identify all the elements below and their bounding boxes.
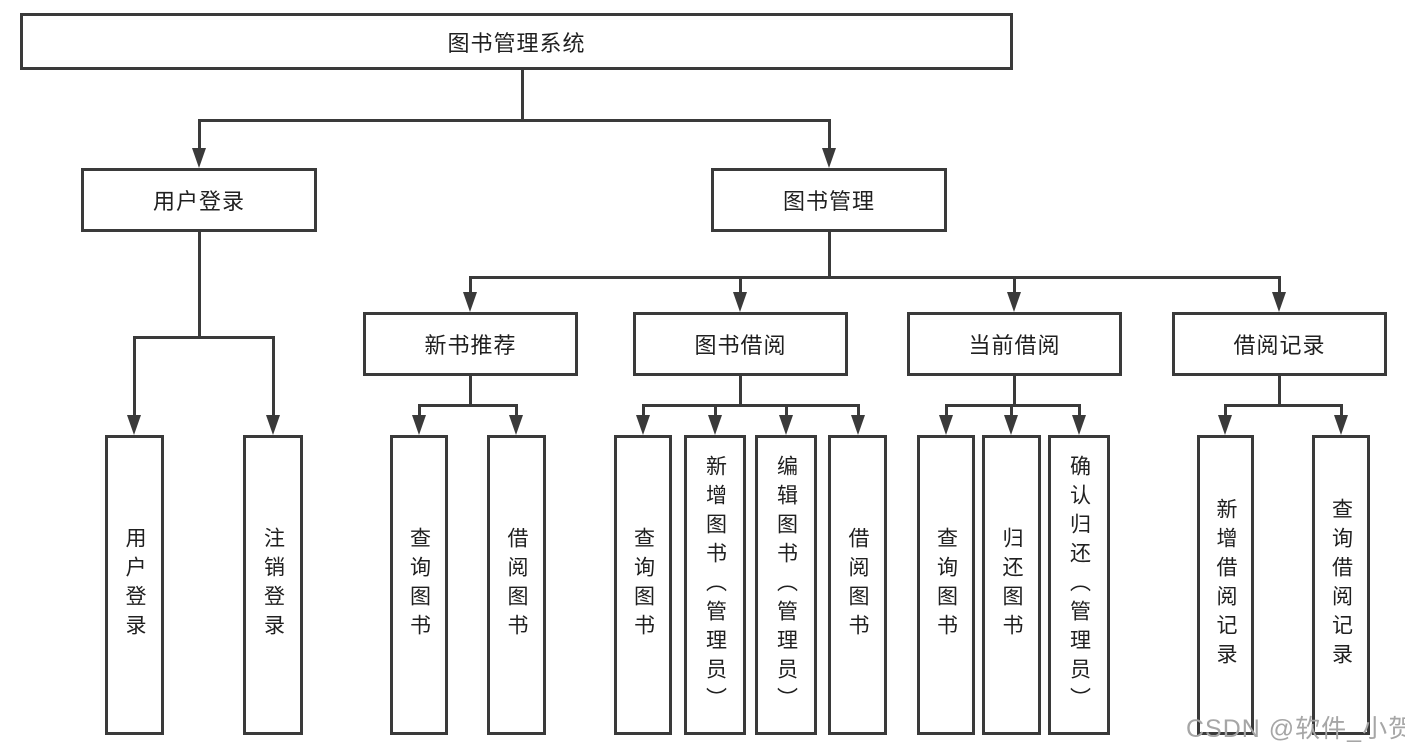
leaf-query-borrow-record: 查询借阅记录 bbox=[1312, 435, 1370, 735]
leaf-query-books: 查询图书 bbox=[614, 435, 672, 735]
connector-shaft bbox=[714, 404, 717, 420]
connector-shaft bbox=[272, 336, 275, 420]
connector-sub-hline bbox=[418, 404, 518, 407]
leaf-add-books-admin: 新增图书（管理员） bbox=[684, 435, 746, 735]
node-book-management: 图书管理 bbox=[711, 168, 947, 232]
node-label: 图书管理 bbox=[782, 189, 875, 214]
arrowhead-down-icon bbox=[1072, 415, 1086, 435]
leaf-label: 归还图书 bbox=[1000, 527, 1023, 643]
connector-sub-hline bbox=[945, 404, 1081, 407]
connector-book-management-stem bbox=[828, 230, 831, 278]
node-label: 图书管理系统 bbox=[447, 30, 586, 56]
connector-shaft bbox=[785, 404, 788, 420]
connector-level2-hline bbox=[198, 119, 830, 122]
connector-stem bbox=[1278, 374, 1281, 406]
leaf-return-books: 归还图书 bbox=[982, 435, 1041, 735]
arrowhead-down-icon bbox=[822, 148, 836, 168]
connector-user-login-stem bbox=[198, 230, 201, 338]
node-user-login: 用户登录 bbox=[81, 168, 317, 232]
leaf-label: 编辑图书（管理员） bbox=[774, 454, 798, 716]
connector-stem bbox=[739, 374, 742, 406]
node-label: 图书借阅 bbox=[694, 333, 787, 358]
leaf-label: 借阅图书 bbox=[846, 527, 869, 643]
leaf-label: 用户登录 bbox=[123, 527, 146, 643]
connector-root-stem bbox=[521, 68, 524, 121]
leaf-query-books: 查询图书 bbox=[917, 435, 975, 735]
arrowhead-down-icon bbox=[1007, 292, 1021, 312]
leaf-add-borrow-record: 新增借阅记录 bbox=[1197, 435, 1254, 735]
leaf-label: 新增图书（管理员） bbox=[703, 454, 727, 716]
connector-shaft bbox=[1010, 404, 1013, 420]
node-label: 新书推荐 bbox=[424, 333, 517, 358]
connector-shaft bbox=[515, 404, 518, 420]
leaf-label: 查询图书 bbox=[407, 527, 431, 643]
node-book-borrowing: 图书借阅 bbox=[633, 312, 848, 376]
connector-sub-hline bbox=[1224, 404, 1343, 407]
node-label: 当前借阅 bbox=[968, 333, 1061, 358]
node-label: 借阅记录 bbox=[1233, 333, 1326, 358]
arrowhead-down-icon bbox=[1272, 292, 1286, 312]
leaf-label: 确认归还（管理员） bbox=[1067, 454, 1091, 716]
arrowhead-down-icon bbox=[851, 415, 865, 435]
arrowhead-down-icon bbox=[127, 415, 141, 435]
connector-shaft bbox=[469, 276, 472, 296]
node-library-management-system: 图书管理系统 bbox=[20, 13, 1013, 70]
connector-shaft bbox=[1278, 276, 1281, 296]
leaf-logout: 注销登录 bbox=[243, 435, 303, 735]
arrowhead-down-icon bbox=[636, 415, 650, 435]
leaf-borrow-books: 借阅图书 bbox=[487, 435, 546, 735]
node-borrowing-records: 借阅记录 bbox=[1172, 312, 1387, 376]
connector-shaft bbox=[945, 404, 948, 420]
leaf-query-books: 查询图书 bbox=[390, 435, 448, 735]
connector-shaft bbox=[133, 336, 136, 420]
leaf-label: 查询图书 bbox=[631, 527, 655, 643]
arrowhead-down-icon bbox=[939, 415, 953, 435]
arrowhead-down-icon bbox=[779, 415, 793, 435]
leaf-edit-books-admin: 编辑图书（管理员） bbox=[755, 435, 817, 735]
node-label: 用户登录 bbox=[152, 189, 245, 214]
node-new-book-recommend: 新书推荐 bbox=[363, 312, 578, 376]
node-current-borrowing: 当前借阅 bbox=[907, 312, 1122, 376]
connector-shaft bbox=[1013, 276, 1016, 296]
arrowhead-down-icon bbox=[192, 148, 206, 168]
connector-shaft bbox=[1224, 404, 1227, 420]
arrowhead-down-icon bbox=[1004, 415, 1018, 435]
arrowhead-down-icon bbox=[1334, 415, 1348, 435]
leaf-user-login: 用户登录 bbox=[105, 435, 164, 735]
connector-shaft bbox=[828, 119, 831, 153]
connector-shaft bbox=[857, 404, 860, 420]
connector-stem bbox=[469, 374, 472, 406]
arrowhead-down-icon bbox=[708, 415, 722, 435]
connector-shaft bbox=[739, 276, 742, 296]
arrowhead-down-icon bbox=[733, 292, 747, 312]
leaf-label: 借阅图书 bbox=[505, 527, 528, 643]
leaf-label: 新增借阅记录 bbox=[1214, 498, 1237, 672]
connector-shaft bbox=[642, 404, 645, 420]
leaf-label: 查询图书 bbox=[934, 527, 958, 643]
connector-shaft bbox=[1340, 404, 1343, 420]
connector-shaft bbox=[1078, 404, 1081, 420]
arrowhead-down-icon bbox=[412, 415, 426, 435]
arrowhead-down-icon bbox=[509, 415, 523, 435]
connector-sub-hline bbox=[642, 404, 860, 407]
arrowhead-down-icon bbox=[1218, 415, 1232, 435]
leaf-label: 查询借阅记录 bbox=[1329, 498, 1353, 672]
arrowhead-down-icon bbox=[463, 292, 477, 312]
leaf-borrow-books: 借阅图书 bbox=[828, 435, 887, 735]
arrowhead-down-icon bbox=[266, 415, 280, 435]
csdn-watermark: CSDN @软件_小贺同学 bbox=[1186, 715, 1405, 743]
connector-shaft bbox=[418, 404, 421, 420]
leaf-label: 注销登录 bbox=[261, 527, 285, 643]
connector-user-login-hline bbox=[133, 336, 274, 339]
leaf-confirm-return-admin: 确认归还（管理员） bbox=[1048, 435, 1110, 735]
connector-shaft bbox=[198, 119, 201, 153]
connector-stem bbox=[1013, 374, 1016, 406]
connector-level3-hline bbox=[469, 276, 1281, 279]
